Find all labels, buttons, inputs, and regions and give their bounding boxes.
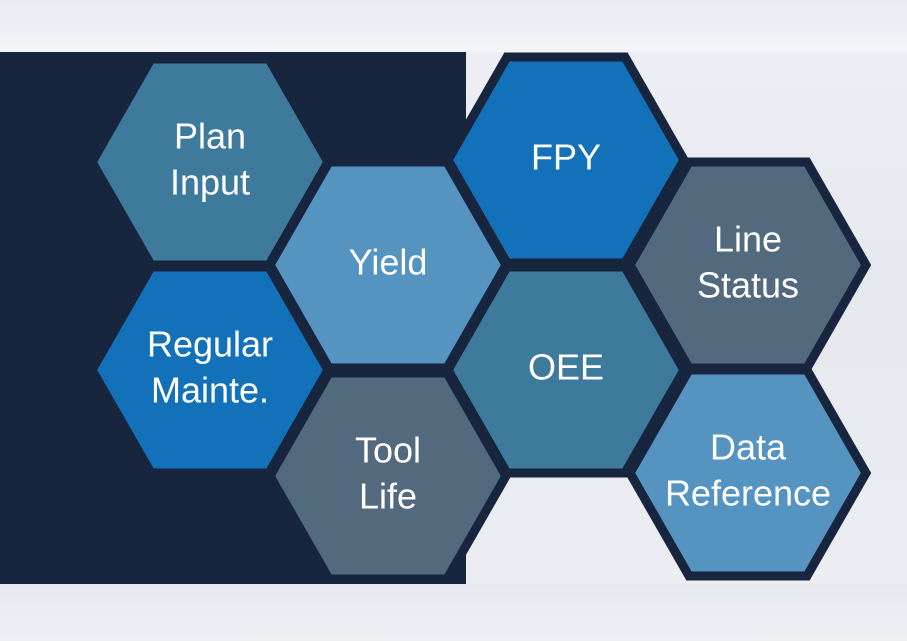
top-band <box>0 0 907 52</box>
hexagon-shape <box>624 365 872 581</box>
hex-label-line: Line <box>714 219 782 260</box>
hex-label-line: Mainte. <box>151 370 269 411</box>
hex-label-line: Tool <box>355 430 421 471</box>
hex-label-line: Reference <box>665 473 831 514</box>
hex-label-line: Plan <box>174 116 246 157</box>
hex-label-line: FPY <box>531 137 601 178</box>
hex-label-line: Yield <box>349 242 428 283</box>
hex-label-line: Data <box>710 427 787 468</box>
hex-tile-fpy[interactable]: FPY <box>442 52 690 268</box>
hex-label-line: OEE <box>528 347 604 388</box>
bottom-band <box>0 584 907 641</box>
hex-label-line: Status <box>697 265 799 306</box>
hexagon-shape <box>264 368 512 584</box>
hex-label-line: Life <box>359 476 417 517</box>
hex-label-line: Regular <box>147 324 273 365</box>
hex-label-line: Input <box>170 162 250 203</box>
